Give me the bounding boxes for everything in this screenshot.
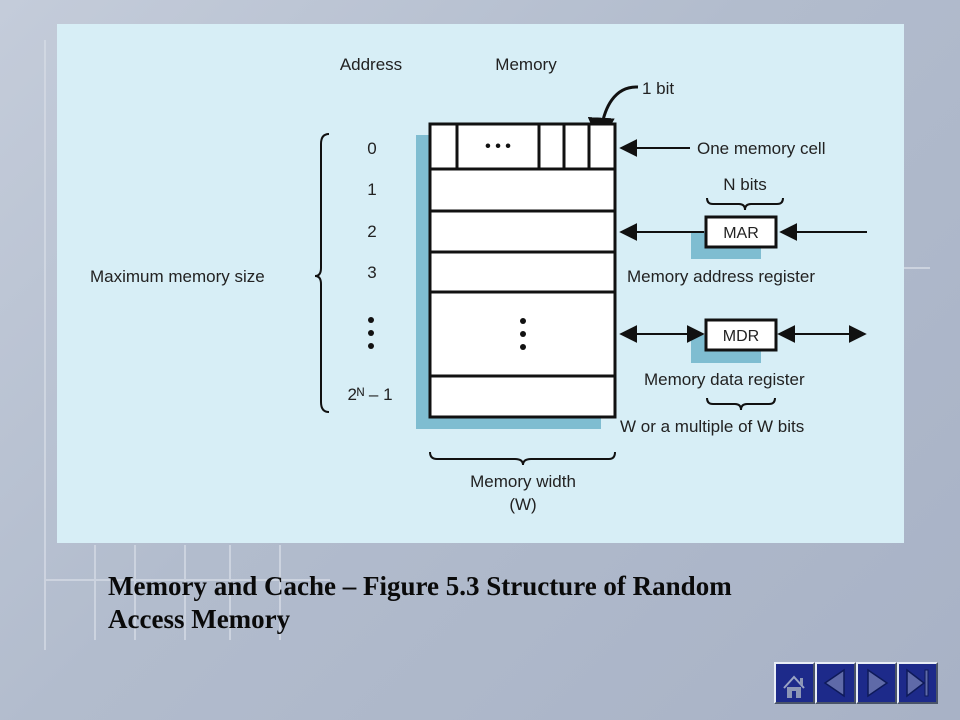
- address-3: 3: [367, 263, 376, 282]
- previous-slide-icon: [823, 668, 845, 698]
- w-bits-label: W or a multiple of W bits: [620, 417, 804, 436]
- address-1: 1: [367, 180, 376, 199]
- memory-vertical-ellipsis: [520, 318, 526, 350]
- last-slide-button[interactable]: [897, 662, 938, 704]
- max-size-brace: [314, 133, 330, 413]
- cell-ellipsis: • • •: [485, 138, 511, 155]
- home-button[interactable]: [774, 662, 815, 704]
- slide-navigation: [774, 662, 938, 704]
- address-vertical-ellipsis: [368, 317, 374, 349]
- last-slide-icon: [906, 668, 929, 698]
- memory-width-brace: [429, 451, 616, 466]
- mdr-caption: Memory data register: [644, 370, 805, 389]
- previous-slide-button[interactable]: [815, 662, 856, 704]
- n-bits-brace: [706, 197, 784, 211]
- memory-block: [428, 122, 617, 419]
- mar-register: [704, 215, 778, 249]
- memory-width-label: Memory width: [470, 472, 576, 491]
- address-last: 2ᴺ – 1: [347, 385, 392, 404]
- next-slide-button[interactable]: [856, 662, 897, 704]
- max-memory-size-label: Maximum memory size: [90, 267, 265, 286]
- address-2: 2: [367, 222, 376, 241]
- memory-header: Memory: [495, 55, 557, 74]
- mdr-label: MDR: [723, 328, 759, 345]
- mar-caption: Memory address register: [627, 267, 815, 286]
- address-0: 0: [367, 139, 376, 158]
- next-slide-icon: [867, 668, 889, 698]
- caption-line-2: Access Memory: [108, 604, 291, 634]
- mar-label: MAR: [723, 225, 759, 242]
- slide-caption: Memory and Cache – Figure 5.3 Structure …: [108, 570, 908, 636]
- ram-structure-diagram: Address Memory 1 bit • • •: [90, 55, 867, 514]
- home-icon: [783, 675, 805, 698]
- memory-width-symbol: (W): [509, 495, 536, 514]
- w-bits-brace: [706, 397, 776, 411]
- mdr-register: [704, 318, 778, 352]
- n-bits-label: N bits: [723, 175, 766, 194]
- one-bit-label: 1 bit: [642, 79, 674, 98]
- caption-line-1: Memory and Cache – Figure 5.3 Structure …: [108, 571, 732, 601]
- address-header: Address: [340, 55, 402, 74]
- one-memory-cell-label: One memory cell: [697, 139, 825, 158]
- diagram-panel: Address Memory 1 bit • • •: [57, 24, 904, 543]
